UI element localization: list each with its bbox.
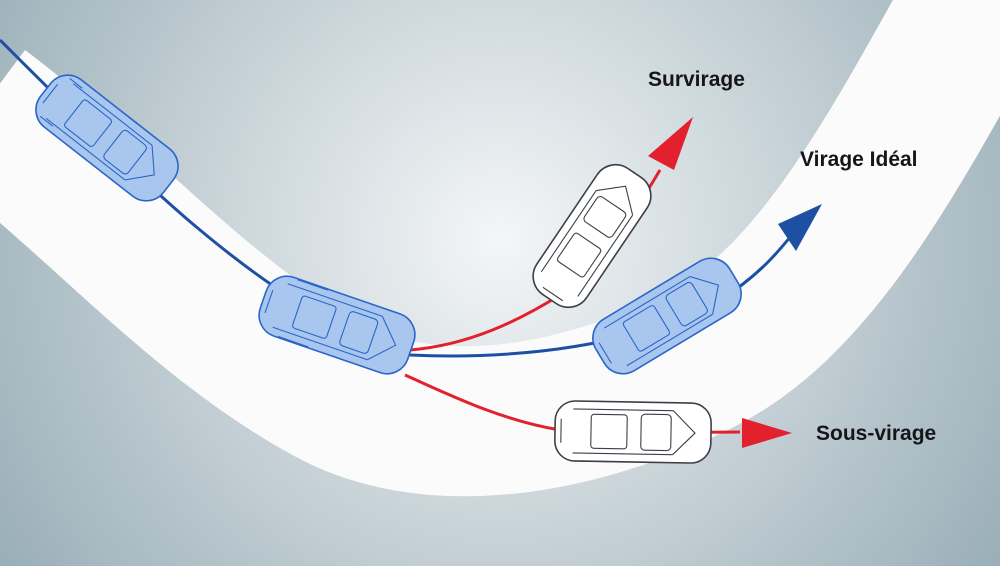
label-understeer: Sous-virage [816, 422, 936, 445]
oversteer-arrow-head [648, 117, 693, 170]
understeer-arrow-head [742, 418, 792, 448]
car-understeer [554, 400, 712, 464]
ideal-arrow-head [778, 204, 822, 251]
label-oversteer: Survirage [648, 68, 745, 91]
car-turn-in [258, 275, 416, 375]
car-ideal [592, 257, 742, 375]
label-ideal: Virage Idéal [800, 148, 918, 171]
car-approach [35, 74, 179, 202]
road [0, 0, 990, 423]
road-surface [0, 0, 990, 421]
car-oversteer [532, 163, 652, 309]
arrows [648, 117, 822, 448]
